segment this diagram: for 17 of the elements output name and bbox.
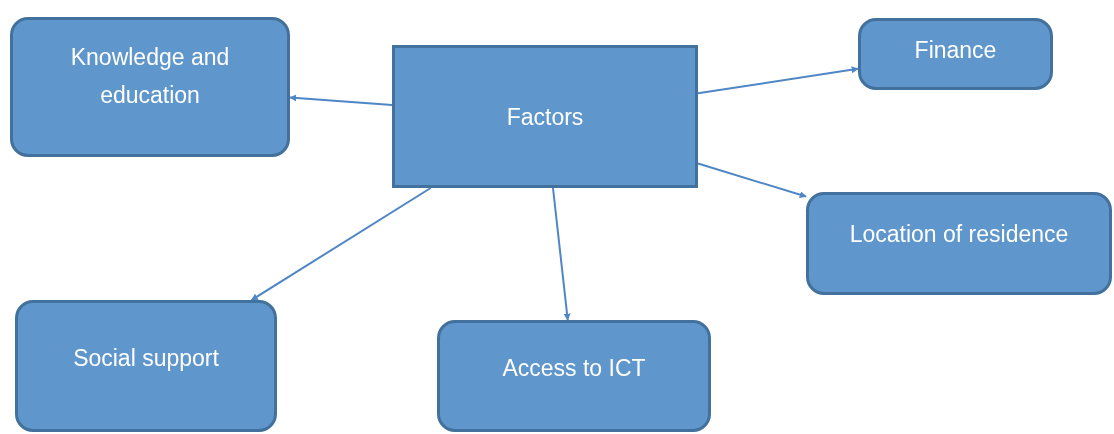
rounded-box xyxy=(10,17,290,157)
arrow xyxy=(289,94,393,107)
rounded-box xyxy=(437,320,711,432)
node-label: Location of residence xyxy=(848,220,1070,249)
node-label: Finance xyxy=(913,36,998,65)
node-label: Access to ICT xyxy=(501,354,647,383)
node-label: Knowledge and education xyxy=(69,43,231,110)
rounded-box xyxy=(15,300,277,432)
node-label: Social support xyxy=(72,344,220,373)
factor-box xyxy=(392,45,698,188)
arrow xyxy=(697,162,807,199)
rounded-box xyxy=(806,192,1112,295)
arrow xyxy=(552,187,571,321)
arrow xyxy=(250,187,432,301)
rounded-box xyxy=(858,18,1053,90)
node-label: Factors xyxy=(505,102,585,132)
arrow xyxy=(697,66,859,95)
